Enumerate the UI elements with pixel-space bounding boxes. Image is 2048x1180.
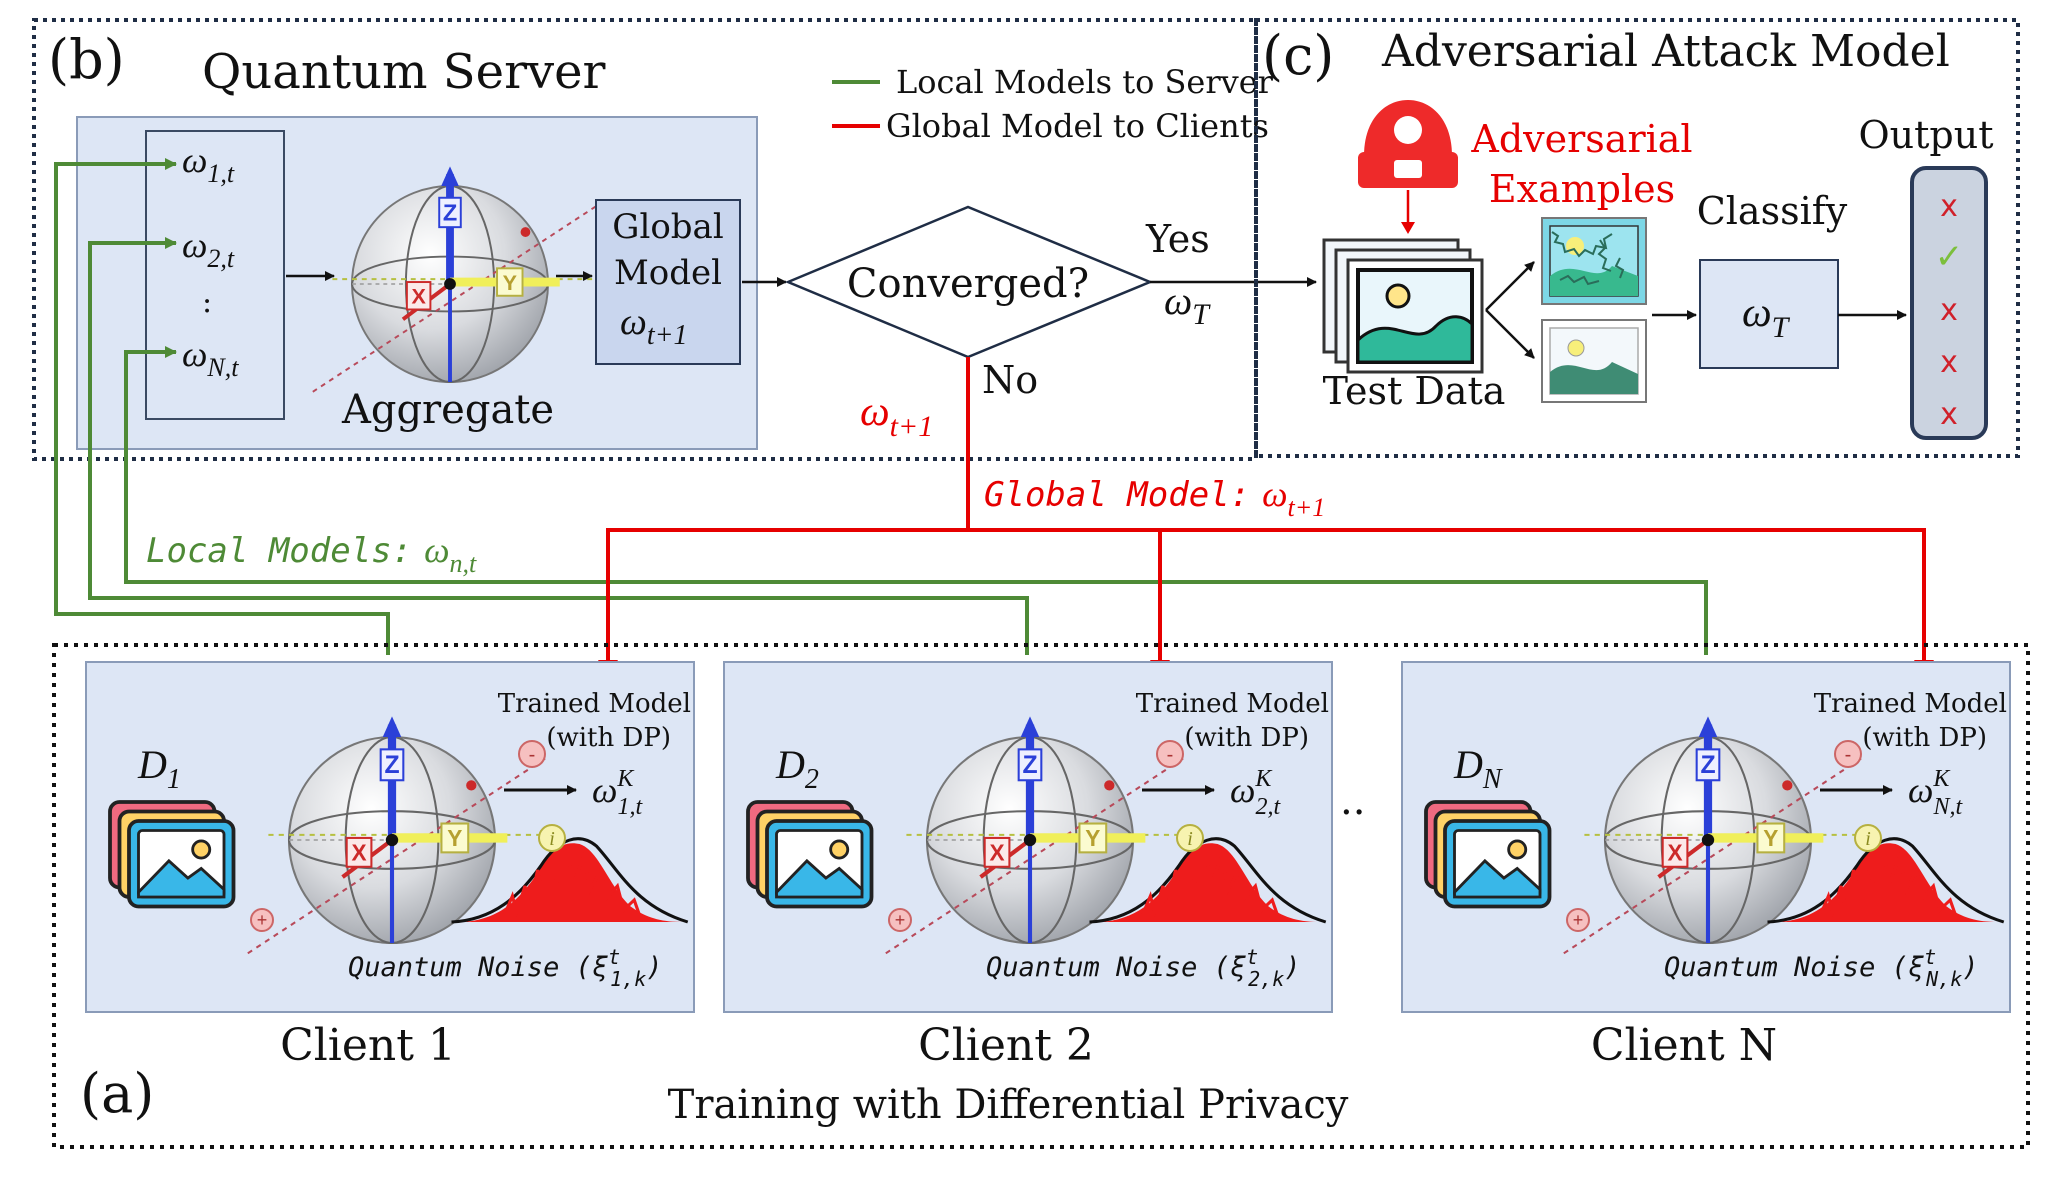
i-state-marker: i	[538, 824, 566, 852]
minus-state-marker: -	[1156, 740, 1184, 768]
yes-label: Yes	[1145, 217, 1210, 261]
client-label: Client 2	[918, 1020, 1094, 1071]
global-model-weight: ωt+1	[620, 301, 688, 351]
i-state-marker: i	[1854, 824, 1882, 852]
adversarial-line1: Adversarial	[1470, 117, 1692, 161]
client-label: Client N	[1591, 1020, 1777, 1071]
global-flow-bus	[606, 528, 1926, 672]
plus-state-marker: +	[1566, 908, 1590, 932]
training-region	[52, 643, 2030, 1149]
local-flow-clientN	[124, 346, 1708, 655]
plus-state-marker: +	[250, 908, 274, 932]
weight-w2: ω2,t	[182, 225, 235, 273]
weight-w1: ω1,t	[182, 140, 235, 188]
local-flow-client1	[54, 158, 390, 655]
dataset-images-icon	[1424, 800, 1552, 909]
test-data-icon	[1322, 238, 1484, 374]
attack-region	[1254, 18, 2020, 458]
output-wrong-mark: x	[1940, 293, 1958, 328]
attack-tag: (c)	[1262, 24, 1334, 87]
trained-model-label: Trained Model	[498, 689, 691, 719]
global-model-line1: Global	[612, 207, 723, 247]
training-tag: (a)	[80, 1062, 154, 1125]
local-flow-client2	[88, 237, 1029, 655]
output-correct-mark: ✓	[1935, 237, 1964, 277]
arrow-to-adv-example	[1485, 261, 1535, 311]
global-model-flow-label: Global Model:ωt+1	[984, 474, 1325, 522]
dataset-images-icon	[108, 800, 236, 909]
local-models-flow-label: Local Models:ωn,t	[146, 530, 477, 578]
adversarial-example-image	[1541, 217, 1647, 305]
weight-wN: ωN,t	[182, 334, 239, 382]
minus-state-marker: -	[518, 740, 546, 768]
svg-text:i: i	[1865, 828, 1871, 850]
svg-text:i: i	[1187, 828, 1193, 850]
svg-text:-: -	[1167, 744, 1174, 766]
output-label: Output	[1859, 113, 1994, 157]
i-state-marker: i	[1176, 824, 1204, 852]
server-region	[32, 18, 1258, 461]
no-label: No	[982, 358, 1038, 402]
svg-text:i: i	[549, 828, 555, 850]
adversarial-line2: Examples	[1489, 167, 1675, 211]
attack-title: Adversarial Attack Model	[1381, 26, 1950, 77]
with-dp-label: (with DP)	[1862, 723, 1987, 753]
server-title: Quantum Server	[202, 44, 606, 100]
dataset-label: D1	[137, 742, 181, 795]
output-wrong-mark: x	[1940, 345, 1958, 380]
output-wrong-mark: x	[1940, 189, 1958, 224]
arrow-to-clean-example	[1485, 309, 1535, 359]
dataset-label: DN	[1453, 742, 1503, 795]
with-dp-label: (with DP)	[546, 723, 671, 753]
output-box	[1910, 166, 1988, 440]
dataset-images-icon	[746, 800, 874, 909]
svg-text:+: +	[1573, 910, 1584, 930]
output-marks: x✓xxx	[1935, 189, 1964, 432]
svg-text:+: +	[895, 910, 906, 930]
with-dp-label: (with DP)	[1184, 723, 1309, 753]
server-tag: (b)	[48, 28, 125, 91]
local-weights-box	[145, 130, 285, 420]
training-title: Training with Differential Privacy	[668, 1082, 1349, 1128]
global-model-line2: Model	[614, 253, 722, 293]
client-label: Client 1	[280, 1020, 456, 1071]
classifier-box	[1699, 259, 1839, 369]
global-model-box	[595, 199, 741, 365]
minus-state-marker: -	[1834, 740, 1862, 768]
legend-local-label: Local Models to Server	[896, 63, 1274, 101]
final-weight-label: ωT	[1164, 278, 1211, 331]
aggregate-label: Aggregate	[341, 387, 554, 433]
output-wrong-mark: x	[1940, 397, 1958, 432]
clean-example-image	[1541, 319, 1647, 403]
classify-label: Classify	[1697, 189, 1848, 233]
legend-global-label: Global Model to Clients	[886, 107, 1269, 145]
dataset-label: D2	[775, 742, 819, 795]
svg-text:+: +	[257, 910, 268, 930]
classifier-weight: ωT	[1742, 290, 1791, 344]
plus-state-marker: +	[888, 908, 912, 932]
clients-ellipsis: ..	[1340, 778, 1365, 824]
trained-model-label: Trained Model	[1136, 689, 1329, 719]
svg-text:-: -	[529, 744, 536, 766]
trained-model-label: Trained Model	[1814, 689, 2007, 719]
hacker-icon	[1358, 100, 1458, 188]
weight-ellipsis: :	[202, 285, 212, 320]
converged-label: Converged?	[847, 261, 1089, 307]
svg-text:-: -	[1845, 744, 1852, 766]
test-data-label: Test Data	[1323, 369, 1506, 413]
next-weight-label: ωt+1	[860, 389, 933, 443]
